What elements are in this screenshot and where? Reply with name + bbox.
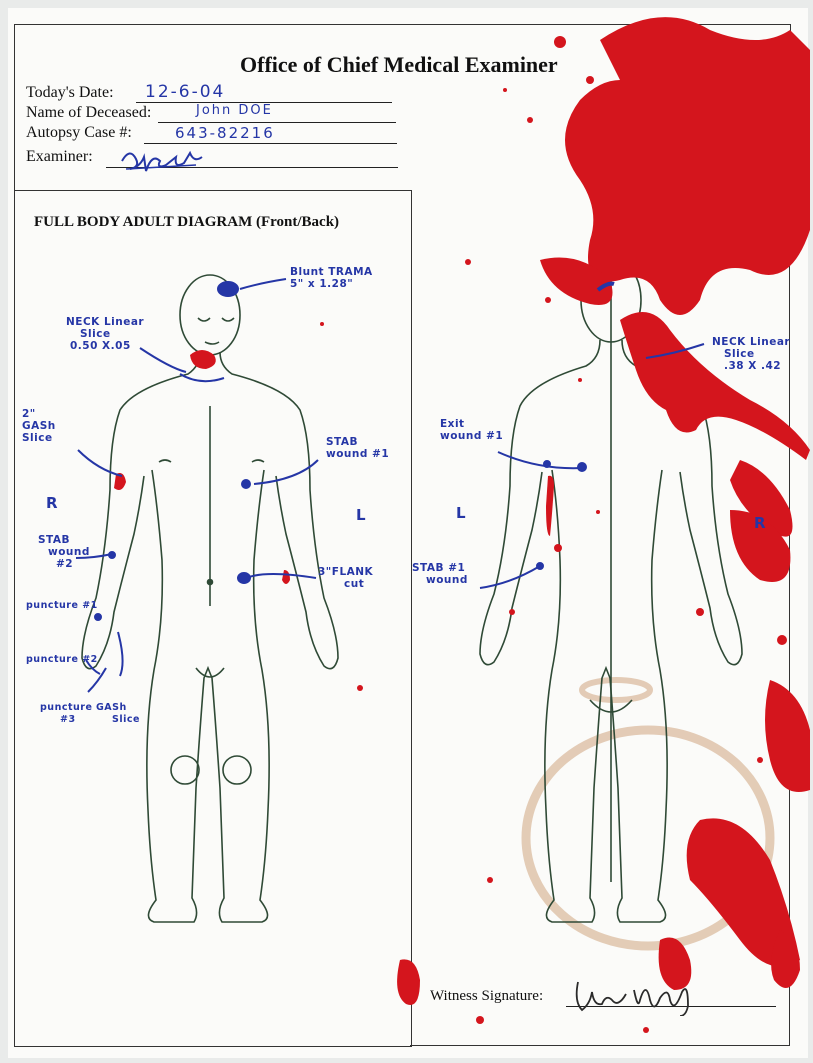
witness-signature-label: Witness Signature: — [430, 988, 543, 1005]
gash-slice-2-note: GASh Slice — [96, 702, 140, 726]
blunt-trauma-size: 5" x 1.28" — [290, 278, 373, 290]
puncture-3-label: puncture — [40, 702, 92, 714]
exit-label: Exit — [440, 418, 503, 430]
blunt-trauma-note: Blunt TRAMA 5" x 1.28" — [290, 266, 373, 290]
neck-slice-note-back: NECK Linear Slice .38 X .42 — [712, 336, 790, 372]
puncture-3-number: #3 — [40, 714, 92, 726]
stab-label: STAB — [326, 436, 389, 448]
puncture-2-note: puncture #2 — [26, 654, 98, 666]
stab-wound-1-note-front: STAB wound #1 — [326, 436, 389, 460]
gash-slice-word: Slice — [22, 432, 56, 444]
gash-label: GASh — [22, 420, 56, 432]
blood-splatter — [114, 17, 810, 1033]
exit-wound-note: Exit wound #1 — [440, 418, 503, 442]
back-left-side-mark: L — [456, 504, 466, 522]
neck-slice-label: NECK Linear — [66, 316, 144, 328]
witness-signature — [570, 976, 720, 1016]
neck-slice-word: Slice — [66, 328, 144, 340]
stab-2-word: wound — [38, 546, 90, 558]
blunt-trauma-label: Blunt TRAMA — [290, 266, 373, 278]
back-neck-size: .38 X .42 — [712, 360, 790, 372]
gash-2-slice-word: Slice — [96, 714, 140, 726]
gash-slice-note: 2" GASh Slice — [22, 408, 56, 444]
stab-wound-note-back: STAB #1 wound — [412, 562, 468, 586]
back-right-side-mark: R — [754, 514, 766, 532]
gash-size: 2" — [22, 408, 56, 420]
front-body-outline — [82, 275, 338, 922]
wound-marks — [76, 279, 704, 692]
stab-wound-2-note: STAB wound #2 — [38, 534, 90, 570]
stab-wound-number: wound #1 — [326, 448, 389, 460]
neck-slice-size: 0.50 X.05 — [66, 340, 144, 352]
gash-2-label: GASh — [96, 702, 140, 714]
front-left-side-mark: L — [356, 506, 366, 524]
flank-cut-word: cut — [318, 578, 373, 590]
back-stab-word: wound — [412, 574, 468, 586]
puncture-3-note: puncture #3 — [40, 702, 92, 726]
exit-wound-number: wound #1 — [440, 430, 503, 442]
flank-cut-label: 3"FLANK — [318, 566, 373, 578]
back-neck-label: NECK Linear — [712, 336, 790, 348]
stab-2-label: STAB — [38, 534, 90, 546]
front-right-side-mark: R — [46, 494, 58, 512]
flank-cut-note: 3"FLANK cut — [318, 566, 373, 590]
neck-slice-note-front: NECK Linear Slice 0.50 X.05 — [66, 316, 144, 352]
back-stab-label: STAB #1 — [412, 562, 468, 574]
stab-2-number: #2 — [38, 558, 90, 570]
puncture-1-note: puncture #1 — [26, 600, 98, 612]
back-neck-slice-word: Slice — [712, 348, 790, 360]
